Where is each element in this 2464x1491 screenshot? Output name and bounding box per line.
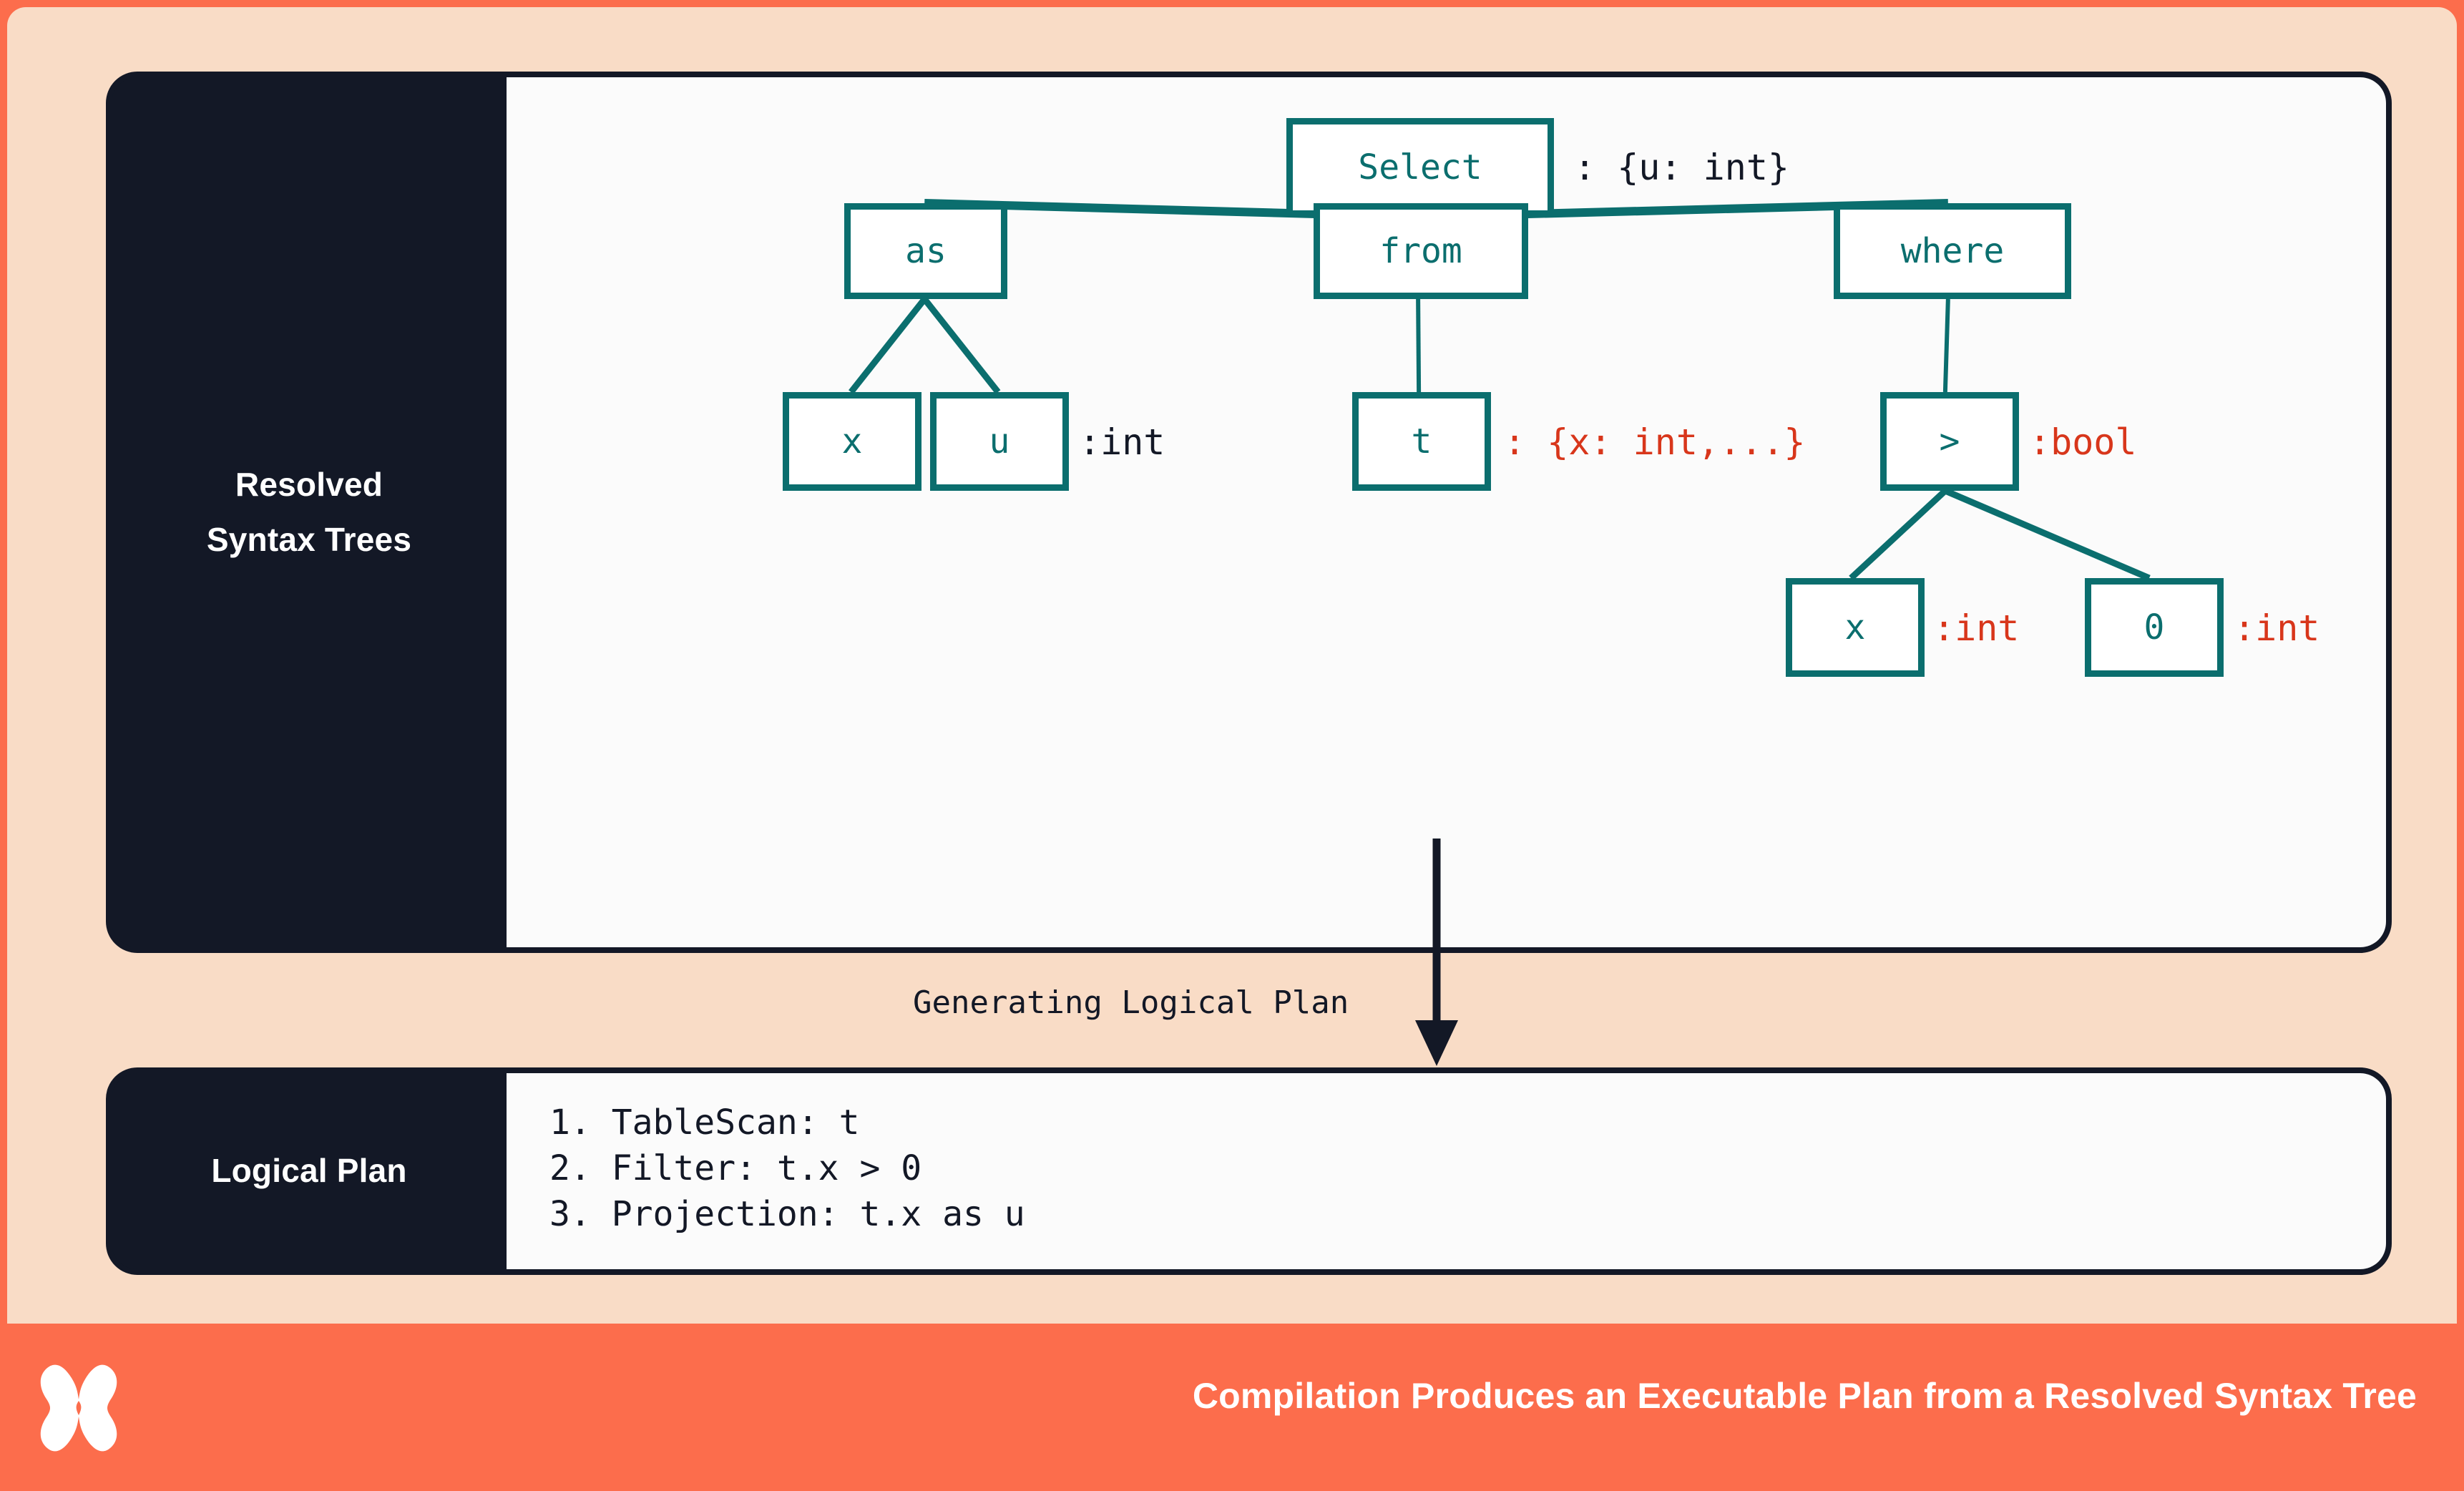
tree-node-gt[interactable]: > [1880, 392, 2019, 491]
footer-bar: Compilation Produces an Executable Plan … [0, 1324, 2464, 1491]
type-annotation-select-type: : {u: int} [1574, 147, 1790, 188]
tree-node-gt-x[interactable]: x [1786, 578, 1925, 677]
tree-node-select[interactable]: Select [1286, 118, 1554, 217]
type-annotation-gt-0-type: :int [2234, 607, 2320, 649]
tree-node-as[interactable]: as [844, 203, 1007, 299]
footer-caption: Compilation Produces an Executable Plan … [1192, 1376, 2417, 1416]
panel-body-logical-plan: 1. TableScan: t 2. Filter: t.x > 0 3. Proj… [507, 1073, 2386, 1269]
tree-node-where[interactable]: where [1834, 203, 2071, 299]
panel-label-line-2: Syntax Trees [206, 521, 412, 558]
logical-plan-step-1: 1. TableScan: t [549, 1103, 860, 1143]
tree-node-from[interactable]: from [1314, 203, 1528, 299]
tree-node-from-t[interactable]: t [1352, 392, 1491, 491]
logical-plan-step-2: 2. Filter: t.x > 0 [549, 1148, 922, 1188]
type-annotation-as-u-type: :int [1079, 421, 1165, 463]
panel-label-line-1: Resolved [235, 465, 383, 503]
transition-generating-logical-plan: Generating Logical Plan [106, 839, 2392, 1067]
panel-label-logical-plan: Logical Plan [211, 1152, 407, 1190]
tree-node-as-x[interactable]: x [783, 392, 921, 491]
logical-plan-step-3: 3. Projection: t.x as u [549, 1193, 1025, 1234]
panel-label-resolved-syntax-trees: Resolved Syntax Trees [112, 77, 507, 947]
type-annotation-gt-type: :bool [2029, 421, 2137, 463]
type-annotation-gt-x-type: :int [1933, 607, 2020, 649]
panel-resolved-syntax-trees: Resolved Syntax Trees Select as from where x… [106, 72, 2392, 953]
tree-node-as-u[interactable]: u [930, 392, 1069, 491]
tree-edge-where-gt [1942, 298, 1950, 393]
x-butterfly-logo-icon [40, 1364, 117, 1452]
tree-edge-as-as-x [849, 297, 927, 394]
type-annotation-from-t-type: : {x: int,...} [1504, 421, 1806, 463]
panel-logical-plan: Logical Plan 1. TableScan: t 2. Filter: t… [106, 1067, 2392, 1275]
tree-node-gt-0[interactable]: 0 [2085, 578, 2224, 677]
transition-label: Generating Logical Plan [913, 984, 1349, 1021]
down-arrow-icon [1415, 839, 1458, 1066]
logical-plan-steps: 1. TableScan: t 2. Filter: t.x > 0 3. Proj… [549, 1100, 1025, 1237]
tree-edge-from-from-t [1416, 298, 1422, 393]
tree-edge-gt-gt-0 [1944, 487, 2151, 582]
tree-edge-gt-gt-x [1849, 488, 1947, 581]
tree-edge-as-as-u [921, 297, 1001, 394]
